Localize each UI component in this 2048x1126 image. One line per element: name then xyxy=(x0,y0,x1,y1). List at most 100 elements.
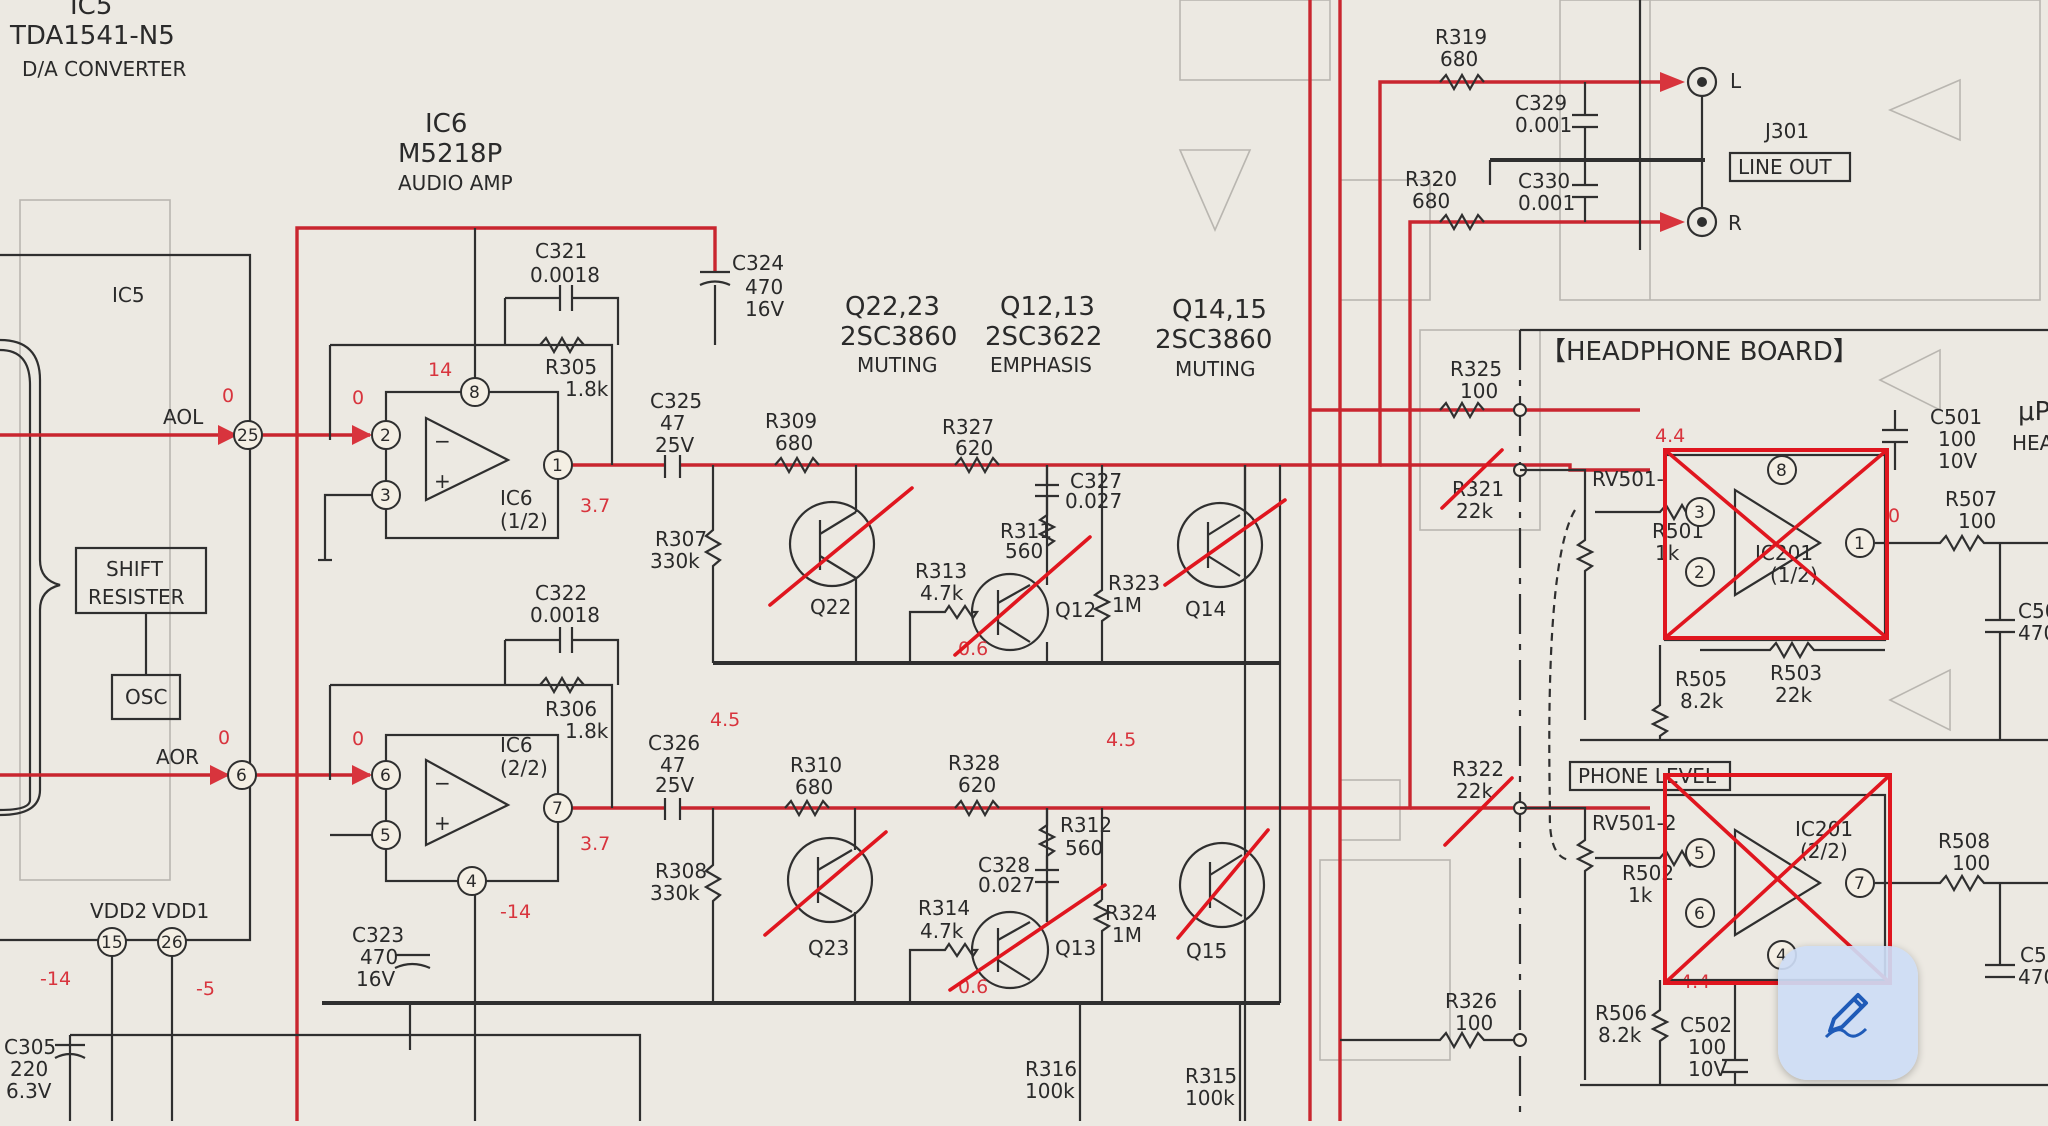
c502-volt: 10V xyxy=(1688,1057,1727,1081)
pin-ic6-5: 5 xyxy=(371,820,401,850)
r309-ref: R309 xyxy=(765,409,817,433)
strike-marks xyxy=(763,448,1514,992)
svg-text:5: 5 xyxy=(380,826,391,846)
ic5-block: SHIFT RESISTER OSC xyxy=(0,253,252,942)
transistor-q23 xyxy=(786,808,874,1003)
svg-text:2: 2 xyxy=(1694,563,1705,583)
shift-label-1: SHIFT xyxy=(106,557,164,581)
pen-edit-icon xyxy=(1824,993,1868,1039)
r324-val: 1M xyxy=(1112,923,1142,947)
svg-text:25: 25 xyxy=(237,426,259,446)
crossout-ic201a xyxy=(1663,448,1889,640)
svg-text:15: 15 xyxy=(101,933,123,953)
voltage-aor: 0 xyxy=(218,727,230,749)
q2223-part: 2SC3860 xyxy=(840,322,957,352)
r307-val: 330k xyxy=(650,549,700,573)
c502-val: 100 xyxy=(1688,1035,1726,1059)
feedback-networks: C321 0.0018 R305 1.8k C322 0.0018 R306 1… xyxy=(503,239,620,743)
r319-val: 680 xyxy=(1440,47,1478,71)
c329-val: 0.001 xyxy=(1515,113,1572,137)
r311-ref: R311 xyxy=(1000,519,1052,543)
transistor-q14 xyxy=(1176,465,1264,589)
c326-val: 47 xyxy=(660,753,685,777)
ic6-half2-label: IC6 xyxy=(500,733,533,757)
svg-text:7: 7 xyxy=(552,799,563,819)
up-label: μP xyxy=(2018,397,2048,427)
c326-volt: 25V xyxy=(655,773,694,797)
r324-ref: R324 xyxy=(1105,901,1157,925)
r311-val: 560 xyxy=(1005,539,1043,563)
voltage-aol: 0 xyxy=(222,385,234,407)
shift-register-box xyxy=(74,546,208,615)
svg-text:8: 8 xyxy=(1776,461,1787,481)
strike-q22 xyxy=(768,486,914,607)
c321-val: 0.0018 xyxy=(530,263,600,287)
ic5-function: D/A CONVERTER xyxy=(22,57,186,81)
r328-val: 620 xyxy=(958,773,996,797)
r308-ref: R308 xyxy=(655,859,707,883)
voltage-q13: 0.6 xyxy=(958,976,988,998)
r507-val: 100 xyxy=(1958,509,1996,533)
c305-ref: C305 xyxy=(4,1035,56,1059)
c322-ref: C322 xyxy=(535,581,587,605)
r321-val: 22k xyxy=(1456,499,1493,523)
r322-ref: R322 xyxy=(1452,757,1504,781)
vdd2-label: VDD2 xyxy=(90,899,147,923)
svg-text:3: 3 xyxy=(380,486,391,506)
rv501b-label: RV501-2 xyxy=(1592,811,1677,835)
strike-q15 xyxy=(1176,828,1270,940)
jack-ref: J301 xyxy=(1763,119,1809,143)
pin-ic6-3: 3 xyxy=(371,480,401,510)
r323-ref: R323 xyxy=(1108,571,1160,595)
r309-val: 680 xyxy=(775,431,813,455)
r503-val: 22k xyxy=(1775,683,1812,707)
q13-label: Q13 xyxy=(1055,936,1096,960)
r312-ref: R312 xyxy=(1060,813,1112,837)
q1415-part: 2SC3860 xyxy=(1155,325,1272,355)
c50x-b-val: 470 xyxy=(2018,965,2048,989)
r305-ref: R305 xyxy=(545,355,597,379)
r312-val: 560 xyxy=(1065,836,1103,860)
svg-text:4: 4 xyxy=(1776,946,1787,966)
svg-text:3: 3 xyxy=(1694,503,1705,523)
r315-ref: R315 xyxy=(1185,1064,1237,1088)
q23-label: Q23 xyxy=(808,936,849,960)
r323-val: 1M xyxy=(1112,593,1142,617)
ic6-name: IC6 xyxy=(425,109,467,139)
pin-25: 25 xyxy=(233,420,263,450)
r505-ref: R505 xyxy=(1675,667,1727,691)
svg-text:6: 6 xyxy=(1694,904,1705,924)
r314-ref: R314 xyxy=(918,896,970,920)
r327-val: 620 xyxy=(955,436,993,460)
c323-volt: 16V xyxy=(356,967,395,991)
c325-ref: C325 xyxy=(650,389,702,413)
pin-ic6-8: 8 xyxy=(460,377,490,407)
r508-ref: R508 xyxy=(1938,829,1990,853)
c327-ref: C327 xyxy=(1070,469,1122,493)
r328-ref: R328 xyxy=(948,751,1000,775)
vdd1-label: VDD1 xyxy=(152,899,209,923)
ic6-half2-sub: (2/2) xyxy=(500,756,548,780)
r326-ref: R326 xyxy=(1445,989,1497,1013)
pin-6-ic5: 6 xyxy=(227,760,257,790)
r306-val: 1.8k xyxy=(565,719,609,743)
r507-ref: R507 xyxy=(1945,487,1997,511)
r319-ref: R319 xyxy=(1435,25,1487,49)
strike-r321 xyxy=(1440,448,1504,510)
svg-text:+: + xyxy=(434,469,451,493)
r308-val: 330k xyxy=(650,881,700,905)
c502-ref: C502 xyxy=(1680,1013,1732,1037)
edit-markup-button[interactable] xyxy=(1778,946,1918,1080)
c328-ref: C328 xyxy=(978,853,1030,877)
c305-volt: 6.3V xyxy=(6,1079,52,1103)
c501-val: 100 xyxy=(1938,427,1976,451)
c325-val: 47 xyxy=(660,411,685,435)
r320-val: 680 xyxy=(1412,189,1450,213)
jack-l-label: L xyxy=(1730,69,1742,93)
svg-text:2: 2 xyxy=(380,426,391,446)
c324-volt: 16V xyxy=(745,297,784,321)
voltage-ic6-6: 0 xyxy=(352,728,364,750)
r325-ref: R325 xyxy=(1450,357,1502,381)
c50x-a-val: 470 xyxy=(2018,621,2048,645)
c321-ref: C321 xyxy=(535,239,587,263)
